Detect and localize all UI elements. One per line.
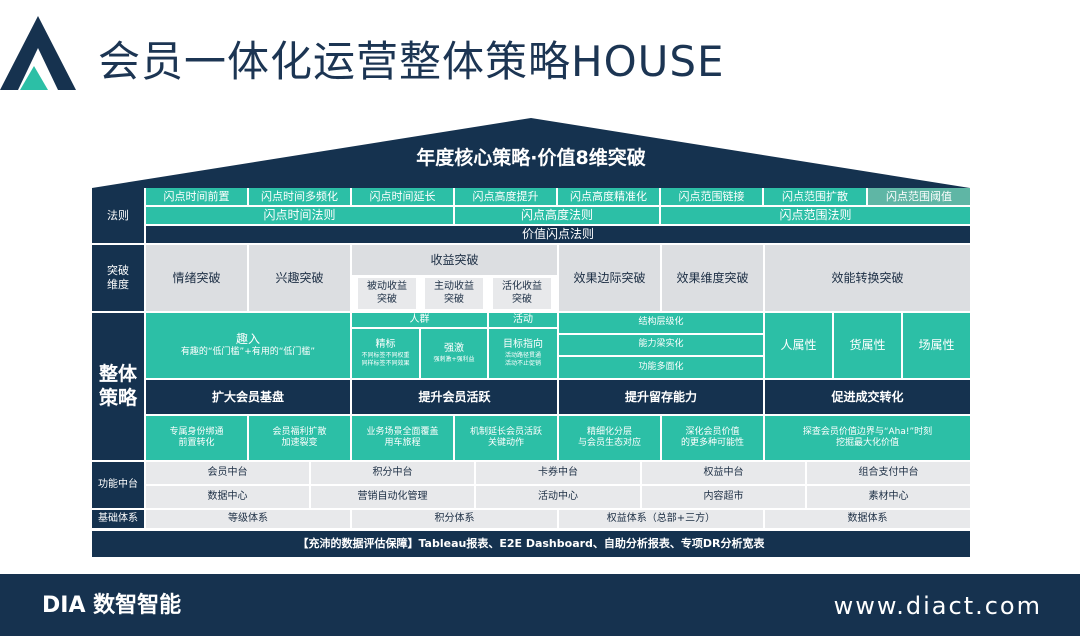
strategy-target-sub: 活动路径贯通 活动不止促销 (504, 351, 541, 367)
rule-group: 闪点范围法则 (661, 207, 970, 224)
foundation-bar: 【充沛的数据评估保障】Tableau报表、E2E Dashboard、自助分析报… (92, 531, 970, 557)
triangle-logo-icon (0, 16, 76, 90)
platform-item: 内容超市 (642, 486, 805, 508)
breakthrough-interest: 兴趣突破 (249, 245, 350, 311)
row-label-platform: 功能中台 (92, 462, 144, 508)
strategy-activity: 活动 (489, 313, 557, 327)
platform-item: 卡券中台 (476, 462, 640, 484)
breakthrough-passive: 被动收益 突破 (358, 278, 416, 309)
strategy-action: 机制延长会员活跃 关键动作 (455, 416, 557, 460)
pillar-retention: 提升留存能力 (559, 380, 763, 414)
strategy-incentive-sub: 强刺激+强利益 (433, 355, 475, 363)
strategy-quru-title: 趣入 (235, 332, 260, 347)
strategy-incentive-title: 强激 (444, 343, 464, 355)
pillar-conversion: 促进成交转化 (765, 380, 970, 414)
platform-item: 会员中台 (146, 462, 309, 484)
strategy-action: 探查会员价值边界与“Aha!”时刻 挖掘最大化价值 (765, 416, 970, 460)
base-item: 积分体系 (352, 510, 557, 528)
rule-item: 闪点高度提升 (455, 188, 556, 205)
strategy-goods: 货属性 (834, 313, 901, 378)
strategy-target-title: 目标指向 (503, 339, 543, 351)
platform-item: 营销自动化管理 (311, 486, 474, 508)
strategy-incentive: 强激 强刺激+强利益 (421, 329, 487, 378)
platform-item: 素材中心 (807, 486, 970, 508)
platform-item: 组合支付中台 (807, 462, 970, 484)
strategy-precise-sub: 不同标签不同权重 同样标签不同效果 (361, 351, 410, 367)
strategy-crowd: 人群 (352, 313, 487, 327)
strategy-action: 深化会员价值 的更多种可能性 (662, 416, 763, 460)
base-item: 等级体系 (146, 510, 350, 528)
row-label-rules: 法则 (92, 188, 144, 243)
roof-title: 年度核心策略·价值8维突破 (416, 147, 646, 169)
platform-item: 活动中心 (476, 486, 640, 508)
pillar-activity: 提升会员活跃 (352, 380, 557, 414)
row-label-breakthrough: 突破 维度 (92, 245, 144, 311)
breakthrough-activation: 活化收益 突破 (493, 278, 551, 309)
strategy-target: 目标指向 活动路径贯通 活动不止促销 (489, 329, 557, 378)
rule-group: 闪点高度法则 (455, 207, 659, 224)
base-item: 数据体系 (765, 510, 970, 528)
strategy-capability: 能力梁实化 (559, 335, 763, 355)
house-roof (92, 118, 970, 188)
strategy-quru-sub: 有趣的“低门槛”+有用的“低门槛” (180, 347, 316, 358)
breakthrough-dimension: 效果维度突破 (662, 245, 763, 311)
footer-brand: DIA 数智智能 (42, 593, 182, 618)
pillar-expand-base: 扩大会员基盘 (146, 380, 350, 414)
strategy-scene: 场属性 (903, 313, 970, 378)
rule-item: 闪点时间多频化 (249, 188, 350, 205)
rule-item: 闪点时间延长 (352, 188, 453, 205)
strategy-action: 专属身份绑通 前置转化 (146, 416, 247, 460)
strategy-action: 精细化分层 与会员生态对应 (559, 416, 660, 460)
rule-item: 闪点范围链接 (661, 188, 762, 205)
strategy-precise-title: 精标 (375, 339, 396, 351)
page-title: 会员一体化运营整体策略HOUSE (98, 37, 725, 86)
rule-item: 闪点范围扩散 (764, 188, 866, 205)
row-label-base: 基础体系 (92, 510, 144, 528)
rule-item: 闪点高度精准化 (558, 188, 659, 205)
rule-item: 闪点范围阈值 (868, 188, 970, 205)
strategy-person: 人属性 (765, 313, 832, 378)
strategy-action: 业务场景全面覆盖 用车旅程 (352, 416, 453, 460)
breakthrough-revenue: 收益突破 (352, 245, 557, 275)
value-rule: 价值闪点法则 (146, 226, 970, 243)
strategy-function: 功能多面化 (559, 357, 763, 378)
rule-item: 闪点时间前置 (146, 188, 247, 205)
strategy-precise: 精标 不同标签不同权重 同样标签不同效果 (352, 329, 419, 378)
platform-item: 数据中心 (146, 486, 309, 508)
breakthrough-marginal: 效果边际突破 (559, 245, 660, 311)
breakthrough-emotion: 情绪突破 (146, 245, 247, 311)
strategy-structure: 结构层级化 (559, 313, 763, 333)
footer-url: www.diact.com (833, 592, 1042, 620)
row-label-strategy: 整体 策略 (92, 313, 144, 460)
breakthrough-active: 主动收益 突破 (425, 278, 483, 309)
footer-bar (0, 574, 1080, 636)
platform-item: 权益中台 (642, 462, 805, 484)
strategy-action: 会员福利扩散 加速裂变 (249, 416, 350, 460)
rule-group: 闪点时间法则 (146, 207, 453, 224)
breakthrough-efficiency: 效能转换突破 (765, 245, 970, 311)
platform-item: 积分中台 (311, 462, 474, 484)
base-item: 权益体系（总部+三方） (559, 510, 763, 528)
strategy-quru: 趣入 有趣的“低门槛”+有用的“低门槛” (146, 313, 350, 378)
